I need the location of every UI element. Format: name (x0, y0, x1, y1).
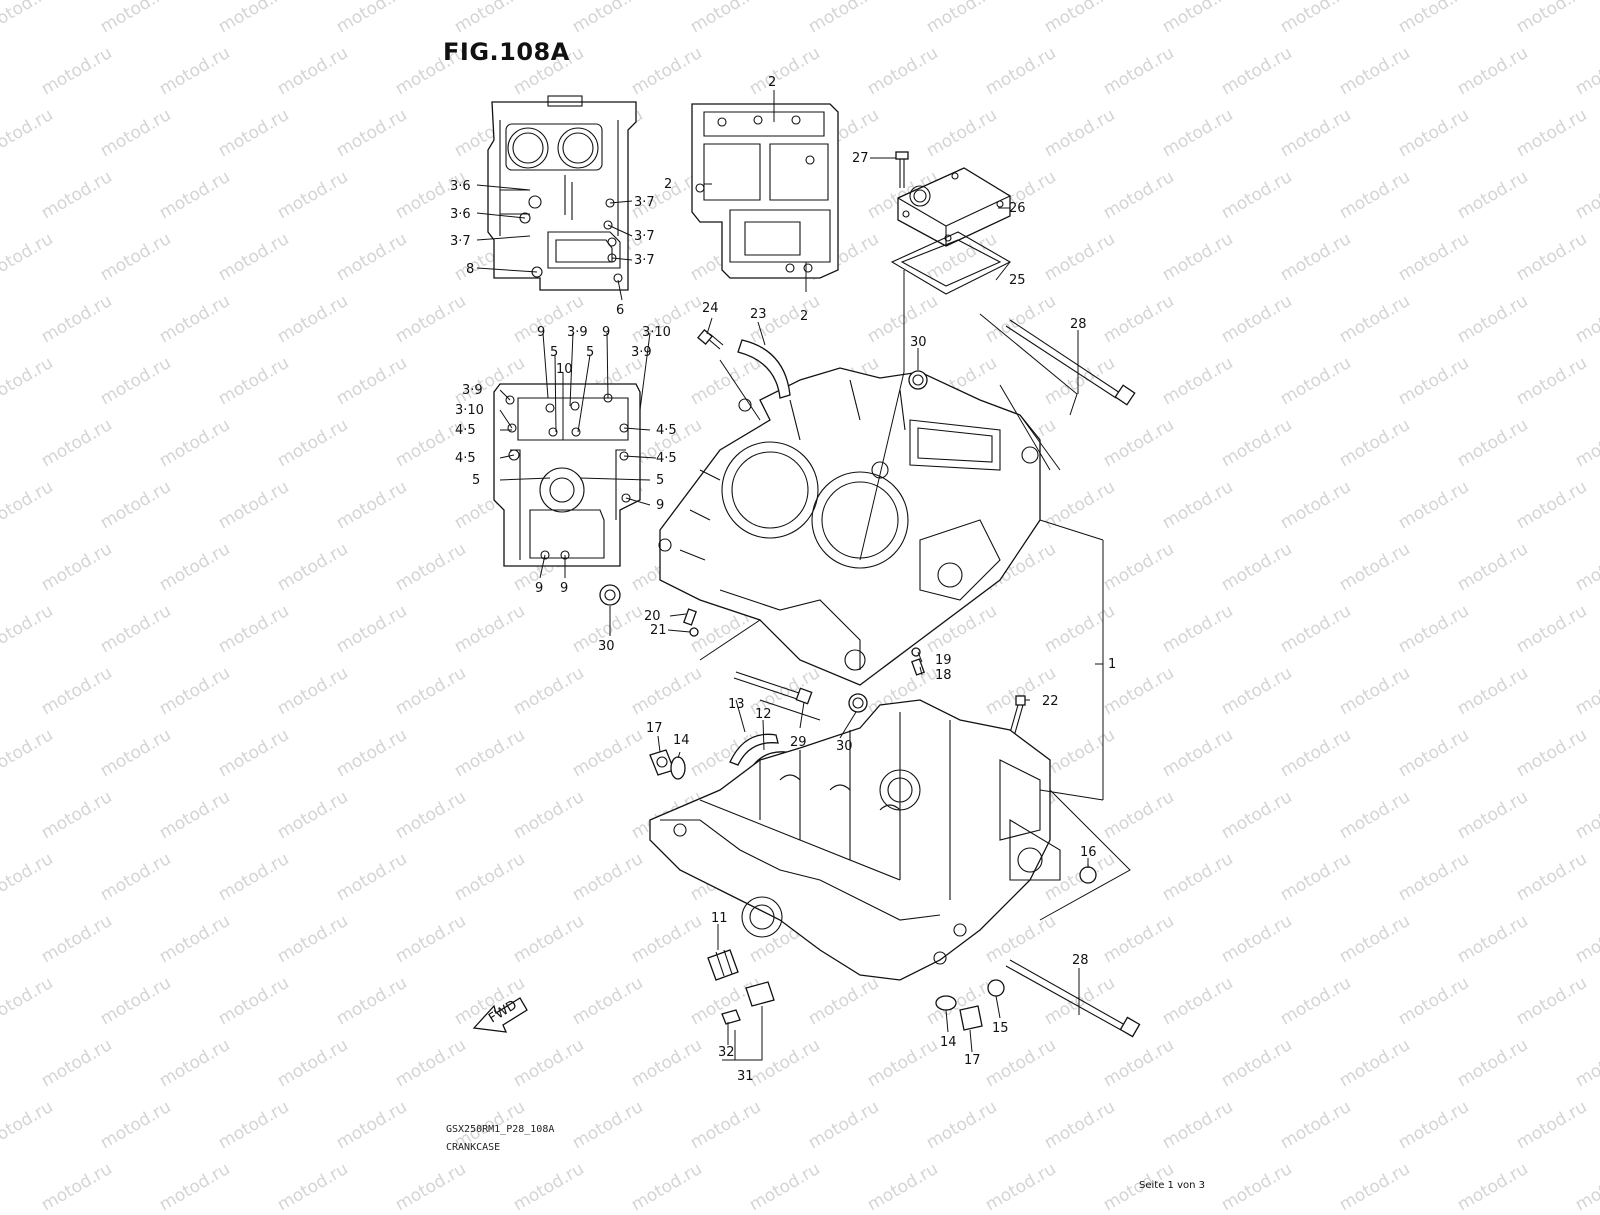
callout-19: 19 (935, 653, 952, 668)
callout-4-5: 4·5 (656, 423, 677, 438)
callout-10: 10 (556, 362, 573, 377)
upper-crankcase-half (658, 367, 1041, 686)
callout-20: 20 (644, 609, 661, 624)
inset-upper-crankcase-top (487, 95, 637, 291)
callout-3-10: 3·10 (642, 325, 671, 340)
callout-31: 31 (737, 1069, 754, 1084)
callout-9: 9 (535, 581, 543, 596)
callout-5: 5 (550, 345, 558, 360)
callout-4-5: 4·5 (455, 451, 476, 466)
fwd-direction-arrow: FWD (472, 997, 528, 1033)
page-indicator: Seite 1 von 3 (1139, 1180, 1205, 1191)
callout-3-7: 3·7 (634, 195, 655, 210)
callout-3-6: 3·6 (450, 179, 471, 194)
callout-13: 13 (728, 697, 745, 712)
callout-2-left: 2 (664, 177, 672, 192)
inset-lower-crankcase-bottom (493, 383, 641, 567)
breather-cover-assembly (890, 151, 1012, 295)
callout-9: 9 (656, 498, 664, 513)
callout-8: 8 (466, 262, 474, 277)
callout-9: 9 (560, 581, 568, 596)
lower-crankcase-half (649, 699, 1061, 981)
callout-16: 16 (1080, 845, 1097, 860)
callout-17: 17 (964, 1053, 981, 1068)
inset-upper-crankcase-side (691, 103, 839, 279)
callout-5: 5 (656, 473, 664, 488)
callout-14: 14 (673, 733, 690, 748)
callout-30: 30 (836, 739, 853, 754)
callout-25: 25 (1009, 273, 1026, 288)
callout-11: 11 (711, 911, 728, 926)
callout-3-7: 3·7 (634, 253, 655, 268)
callout-28: 28 (1072, 953, 1089, 968)
callout-9: 9 (537, 325, 545, 340)
callout-23: 23 (750, 307, 767, 322)
callout-3-9: 3·9 (567, 325, 588, 340)
callout-1: 1 (1108, 657, 1116, 672)
callout-22: 22 (1042, 694, 1059, 709)
leader-lines (476, 90, 1131, 1061)
callout-3-9: 3·9 (462, 383, 483, 398)
callout-3-10: 3·10 (455, 403, 484, 418)
callout-5: 5 (472, 473, 480, 488)
callout-3-6: 3·6 (450, 207, 471, 222)
callout-4-5: 4·5 (656, 451, 677, 466)
callout-6: 6 (616, 303, 624, 318)
figure-title: FIG.108A (443, 38, 570, 66)
callout-29: 29 (790, 735, 807, 750)
callout-24: 24 (702, 301, 719, 316)
callout-27: 27 (852, 151, 869, 166)
callout-5: 5 (586, 345, 594, 360)
callout-3-7: 3·7 (450, 234, 471, 249)
callout-14: 14 (940, 1035, 957, 1050)
callout-18: 18 (935, 668, 952, 683)
model-code: GSX250RM1_P28_108A (446, 1124, 555, 1135)
callout-30: 30 (598, 639, 615, 654)
callout-15: 15 (992, 1021, 1009, 1036)
callout-4-5: 4·5 (455, 423, 476, 438)
callout-2-bottom: 2 (800, 309, 808, 324)
callout-9: 9 (602, 325, 610, 340)
callout-30: 30 (910, 335, 927, 350)
callout-12: 12 (755, 707, 772, 722)
callout-2-top: 2 (768, 75, 776, 90)
callout-21: 21 (650, 623, 667, 638)
callout-17: 17 (646, 721, 663, 736)
callout-3-9: 3·9 (631, 345, 652, 360)
callout-28: 28 (1070, 317, 1087, 332)
callout-32: 32 (718, 1045, 735, 1060)
callout-labels: 2 2 2 3·6 3·6 3·7 3·7 3·7 3·7 8 6 27 26 … (450, 75, 1116, 1084)
callout-3-7: 3·7 (634, 229, 655, 244)
section-name: CRANKCASE (446, 1142, 501, 1153)
callout-26: 26 (1009, 201, 1026, 216)
